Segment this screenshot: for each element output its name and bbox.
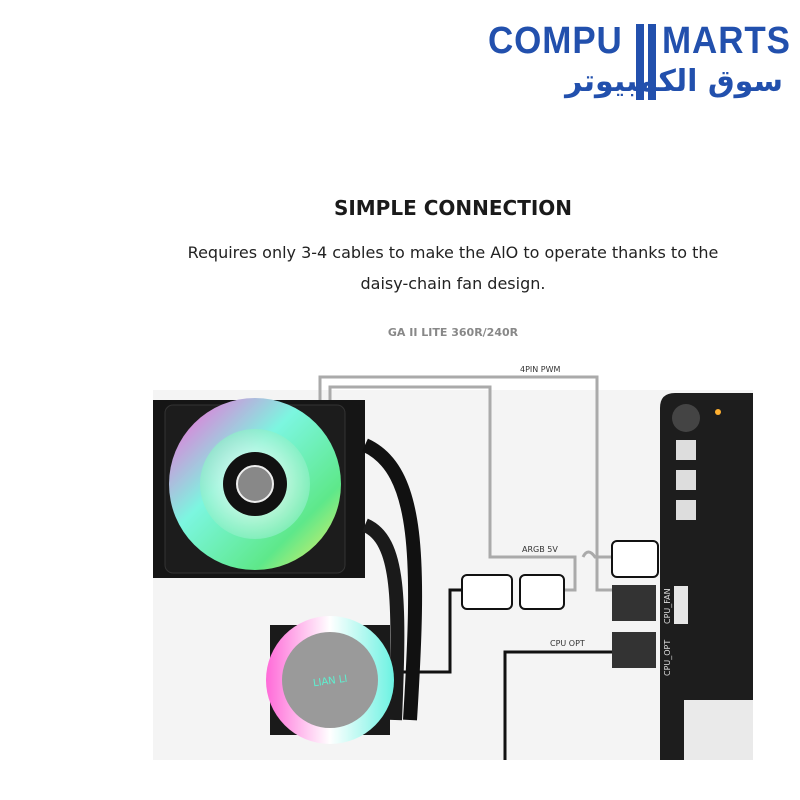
logo-divider: [636, 24, 644, 100]
cpu-opt-label: CPU OPT: [550, 639, 585, 648]
logo-text-left: COMPU: [488, 20, 623, 62]
cpu-fan-header: [674, 586, 688, 624]
pump-cap: [282, 632, 378, 728]
argb-label: ARGB 5V: [522, 545, 558, 554]
led-indicator: [715, 409, 721, 415]
logo-text-arabic: سوق الكمبيوتر: [565, 64, 783, 99]
section-title: SIMPLE CONNECTION: [333, 196, 573, 220]
coolant-tube: [361, 518, 405, 721]
argb-cable: [328, 385, 577, 592]
cpu-opt-connector: [612, 632, 656, 668]
mount-hole: [672, 404, 700, 432]
board-button: [676, 470, 696, 490]
section-subtitle-line2: daisy-chain fan design.: [360, 274, 546, 293]
argb-connector-male: [461, 574, 513, 610]
heatsink: [684, 700, 753, 760]
model-name: GA II LITE 360R/240R: [387, 326, 519, 339]
argb-board-connector: [611, 540, 659, 578]
cpu-opt-header-label: CPU_OPT: [663, 640, 672, 676]
section-subtitle-line1: Requires only 3-4 cables to make the AlO…: [187, 243, 719, 262]
pump-argb-cable: [395, 588, 462, 674]
fan-hub-center: [236, 465, 274, 503]
board-button: [676, 500, 696, 520]
pump-logo: LIAN LI: [312, 674, 348, 690]
board-button: [676, 440, 696, 460]
cpu-fan-header-label: CPU_FAN: [663, 588, 672, 624]
coolant-tube: [361, 438, 423, 721]
argb-connector-female: [519, 574, 565, 610]
cpu-opt-cable: [503, 650, 612, 760]
logo-divider: [648, 24, 656, 100]
cpu-fan-connector: [612, 585, 656, 621]
pwm-cable: [318, 375, 612, 592]
argb-cable-to-board: [581, 550, 612, 559]
logo-text-right: MARTS: [662, 20, 791, 62]
store-logo: COMPU MARTS سوق الكمبيوتر: [488, 20, 790, 105]
pwm-label: 4PIN PWM: [520, 365, 561, 374]
